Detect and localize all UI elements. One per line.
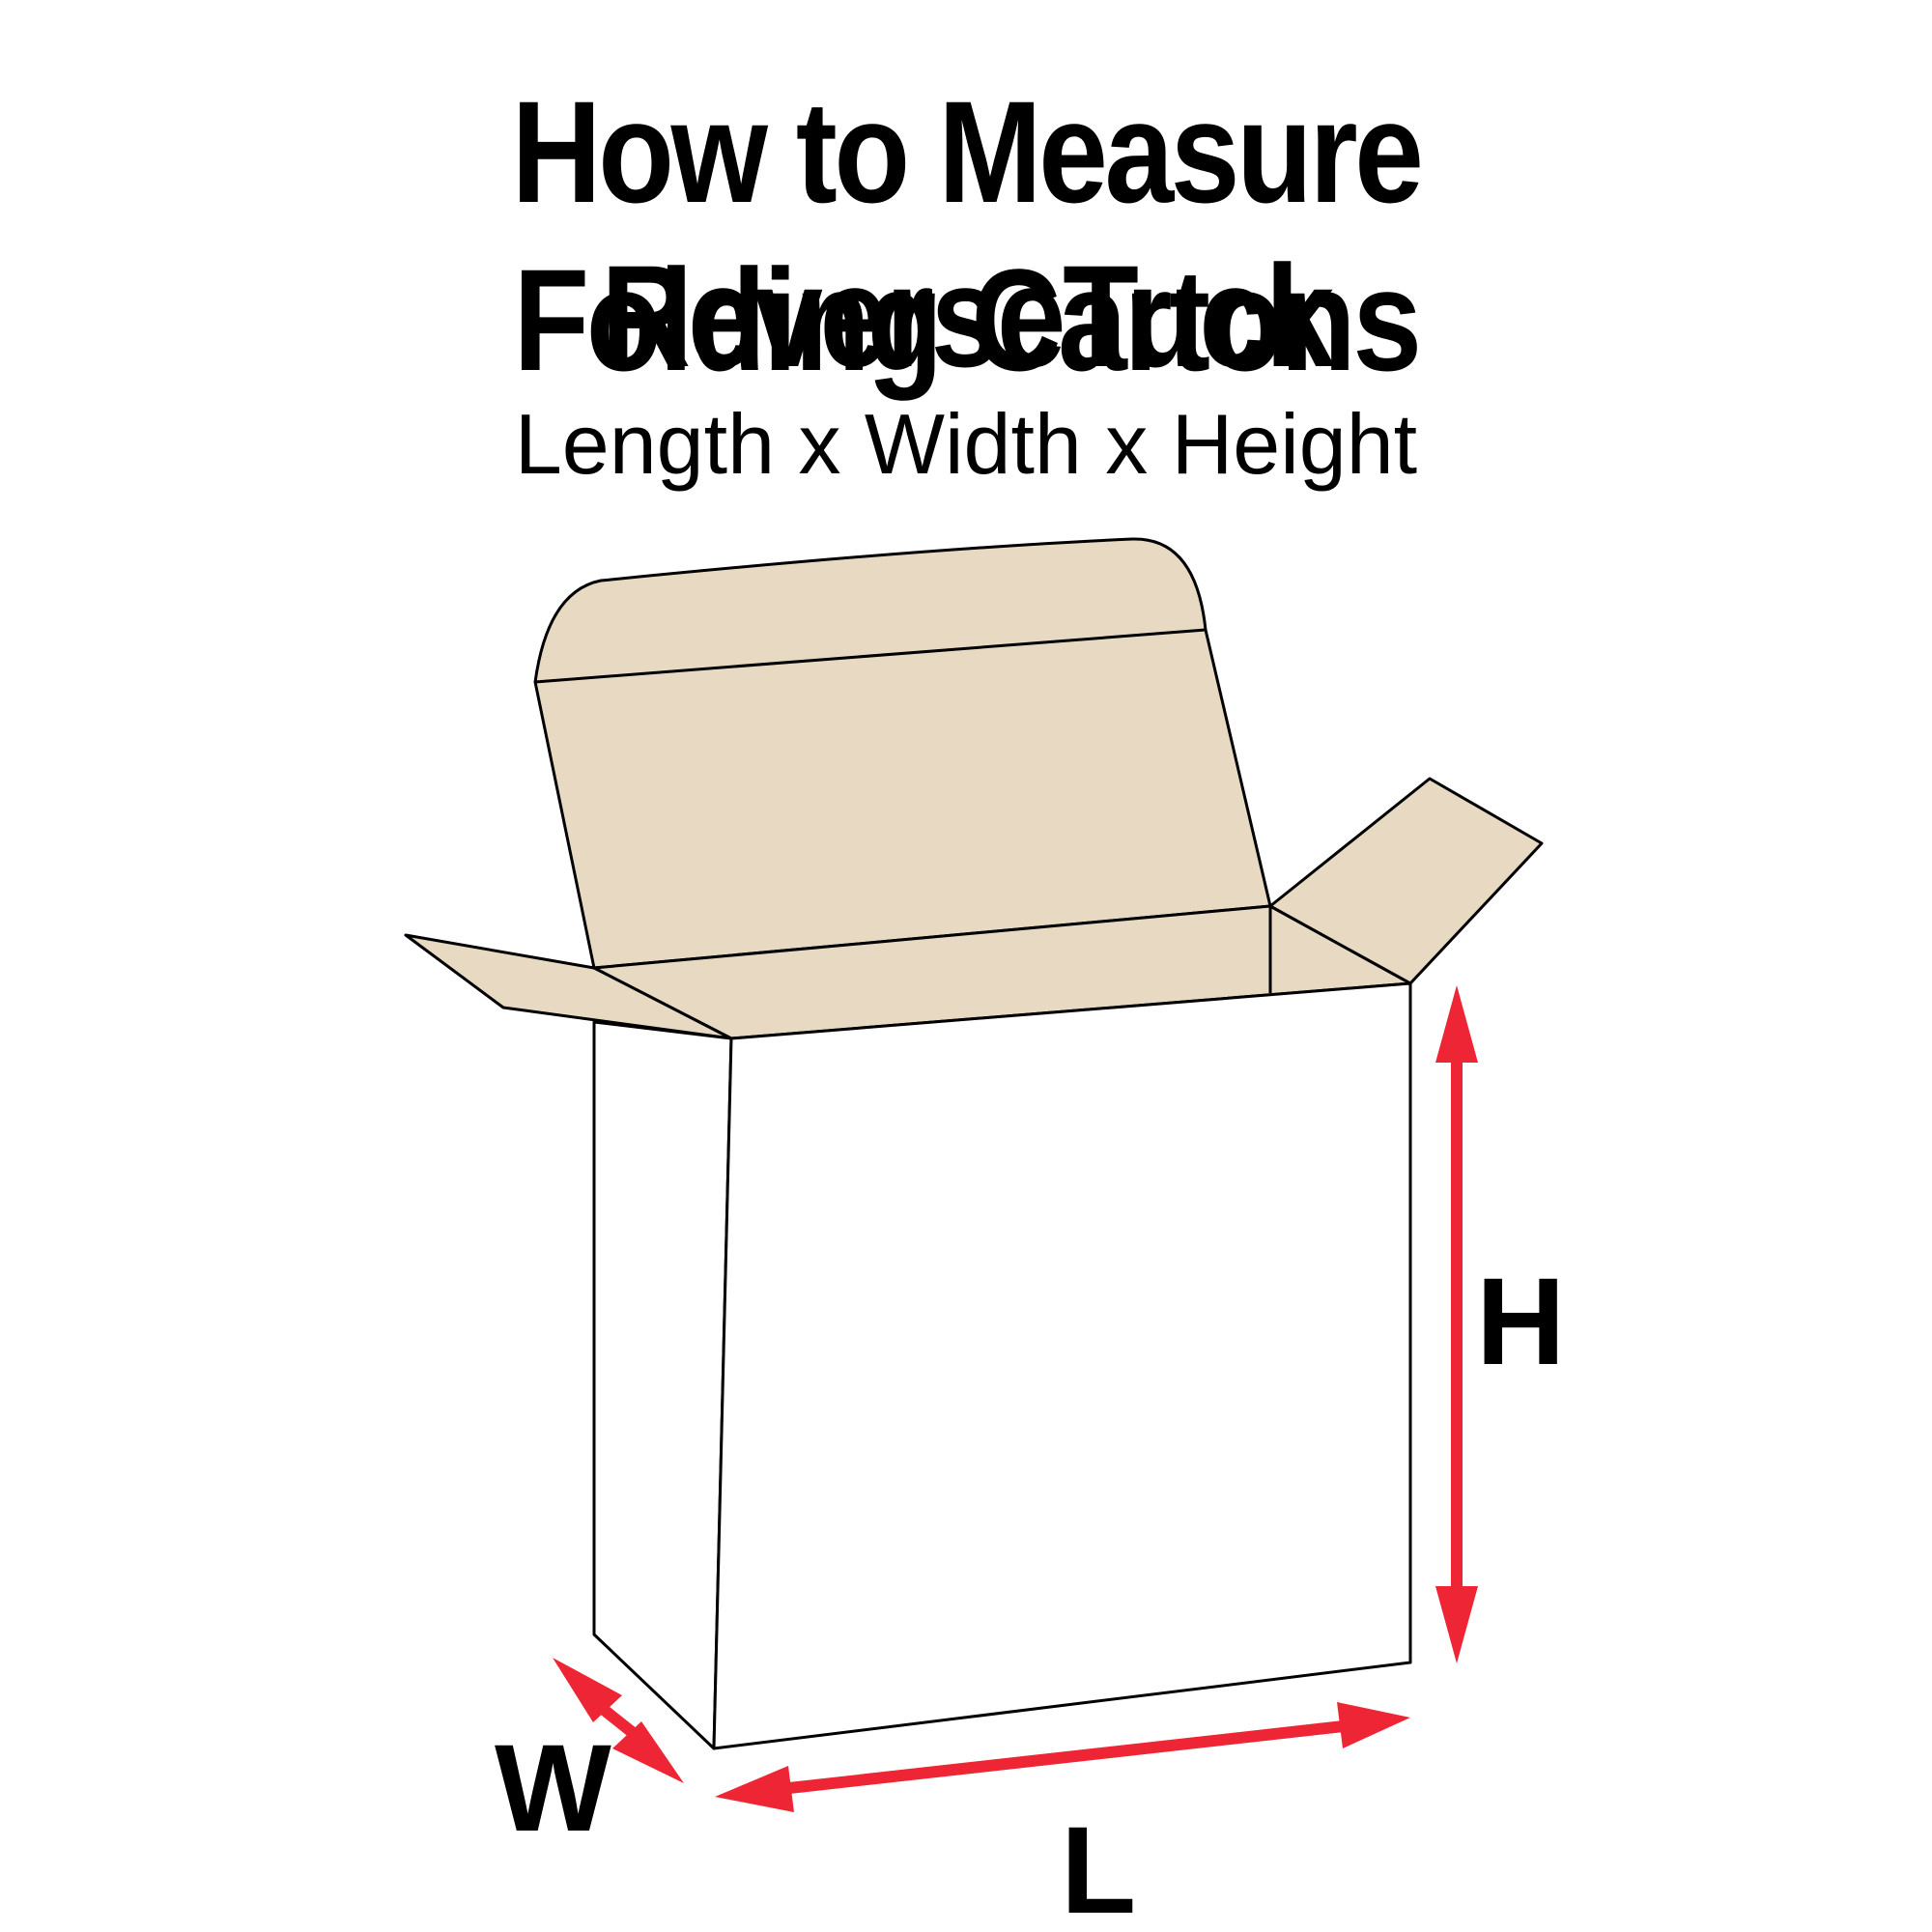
title-line-1: How to Measure ReverseTuck	[511, 71, 1423, 397]
length-arrow-head-left	[715, 1766, 794, 1812]
length-arrow	[715, 1702, 1410, 1812]
title-line-2: Folding Cartons	[513, 239, 1422, 401]
width-arrow-head-upper	[553, 1658, 622, 1722]
left-side-panel	[592, 1020, 733, 1750]
length-label: L	[1061, 1802, 1136, 1932]
height-arrow	[1435, 985, 1478, 1663]
height-arrow-head-top	[1435, 985, 1478, 1063]
height-label: H	[1476, 1253, 1565, 1391]
width-label: W	[495, 1719, 611, 1858]
top-tuck-flap	[533, 537, 1272, 970]
tuck-fold-line	[534, 628, 1207, 684]
width-arrow	[553, 1658, 684, 1783]
subtitle: Length x Width x Height	[514, 396, 1418, 492]
width-arrow-head-lower	[612, 1721, 684, 1783]
height-arrow-head-bottom	[1435, 1586, 1478, 1663]
front-panel	[712, 981, 1412, 1750]
right-dust-flap	[1268, 777, 1544, 985]
length-arrow-head-right	[1337, 1702, 1410, 1748]
